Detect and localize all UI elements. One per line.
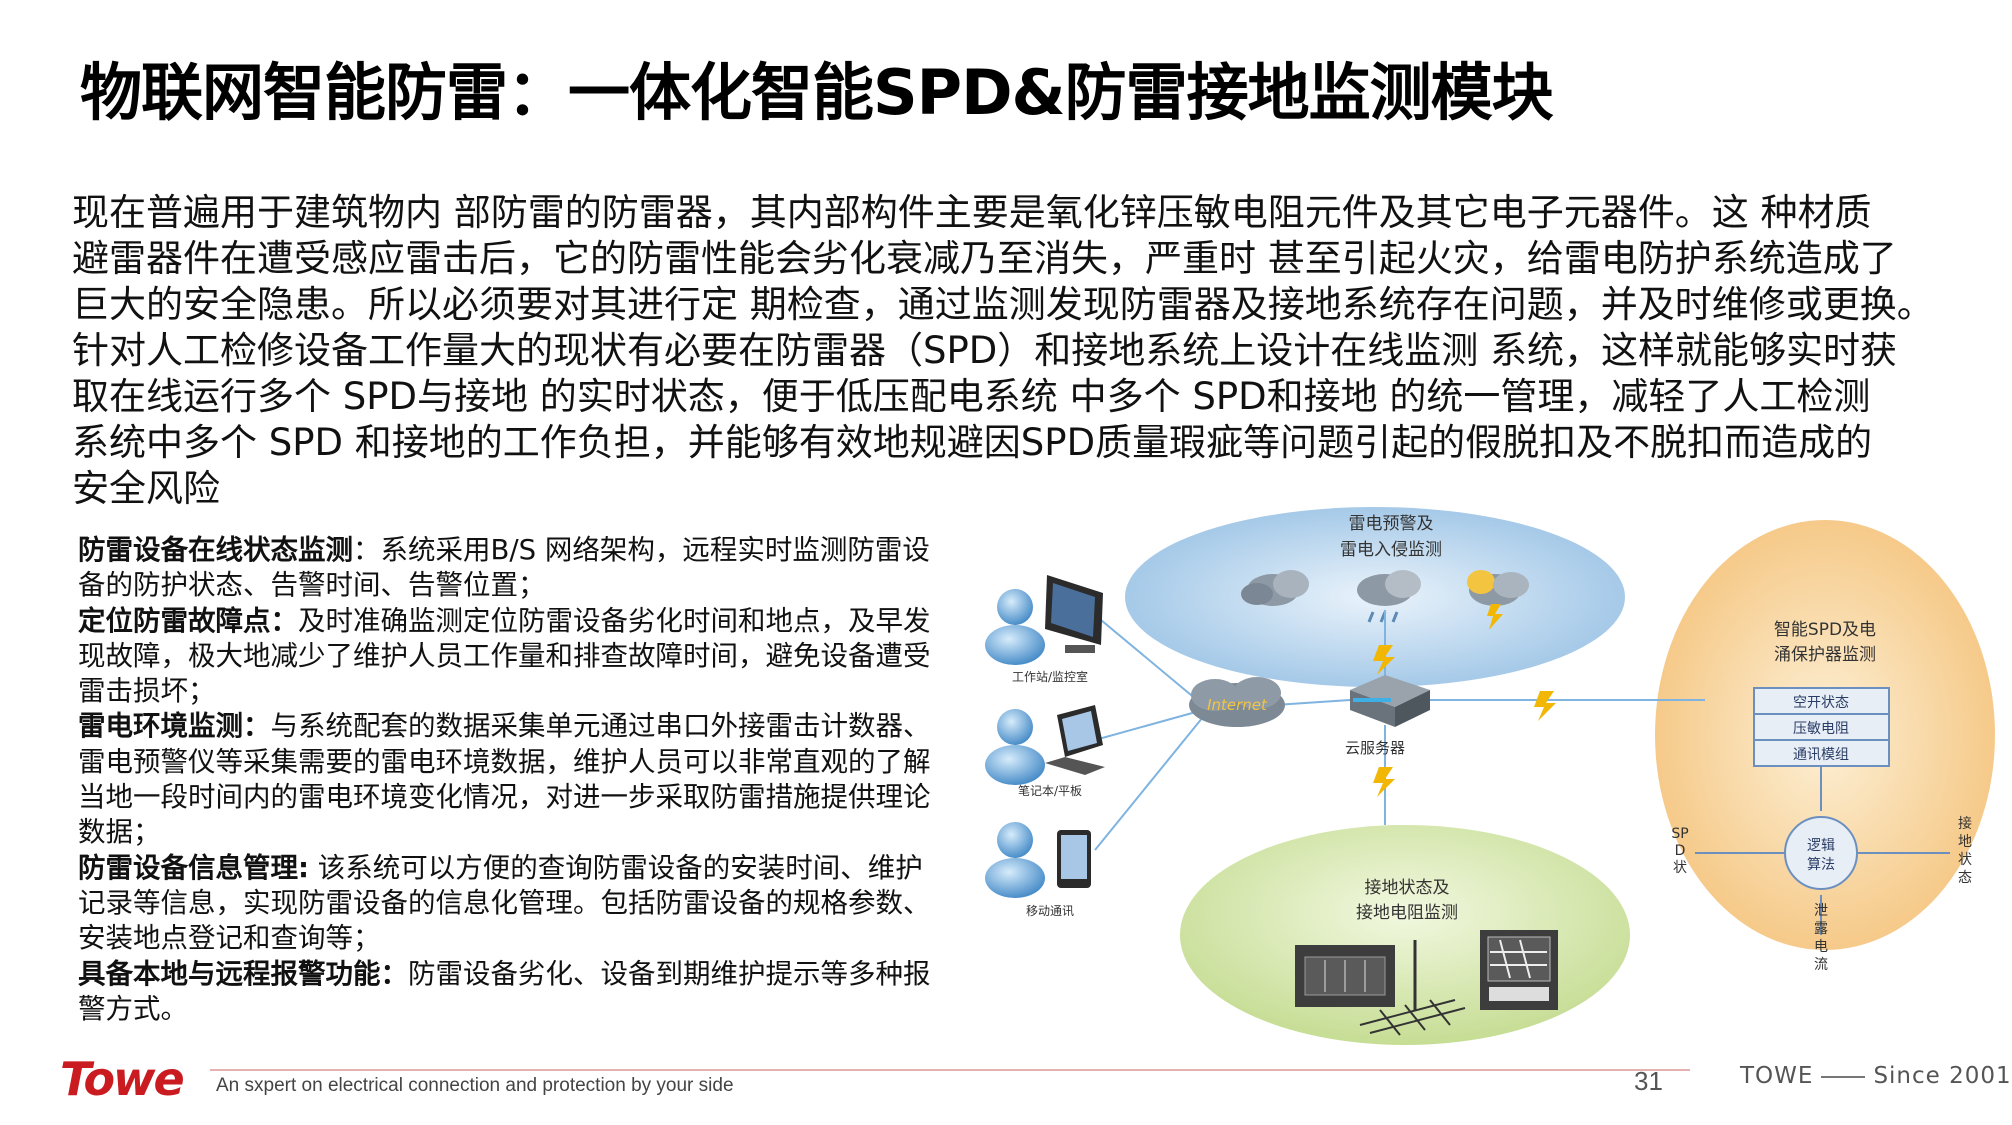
intro-line: 取在线运行多个 SPD与接地 的实时状态，便于低压配电系统 中多个 SPD和接地… — [72, 375, 1871, 418]
feature-item: 雷电环境监测：与系统配套的数据采集单元通过串口外接雷击计数器、雷电预警仪等采集需… — [78, 709, 938, 850]
feature-list: 防雷设备在线状态监测：系统采用B/S 网络架构，远程实时监测防雷设备的防护状态、… — [78, 533, 938, 1027]
feature-item: 防雷设备在线状态监测：系统采用B/S 网络架构，远程实时监测防雷设备的防护状态、… — [78, 533, 938, 604]
laptop-label: 笔记本/平板 — [1018, 783, 1082, 798]
svg-text:接: 接 — [1958, 815, 1972, 832]
feature-body: 该系统可以方便的查询防雷设备的安装时间、维护记录等信息，实现防雷设备的信息化管理… — [78, 851, 931, 955]
thunder-cloud-icon — [1467, 570, 1529, 630]
status-varistor: 压敏电阻 — [1793, 721, 1849, 737]
svg-text:D: D — [1675, 843, 1686, 859]
intro-line: 系统中多个 SPD 和接地的工作负担，并能够有效地规避因SPD质量瑕疵等问题引起… — [72, 421, 1873, 464]
workstation-label: 工作站/监控室 — [1012, 669, 1088, 684]
svg-text:电: 电 — [1814, 939, 1828, 955]
mobile-icon — [985, 822, 1091, 898]
feature-item: 具备本地与远程报警功能：防雷设备劣化、设备到期维护提示等多种报警方式。 — [78, 957, 938, 1028]
intro-line: 避雷器件在遭受感应雷击后，它的防雷性能会劣化衰减乃至消失，严重时 甚至引起火灾，… — [72, 237, 1897, 280]
feature-body: 及时准确监测定位防雷设备劣化时间和地点，及早发现故障，极大地减少了维护人员工作量… — [78, 604, 931, 708]
feature-item: 定位防雷故障点：及时准确监测定位防雷设备劣化时间和地点，及早发现故障，极大地减少… — [78, 604, 938, 710]
brand-since: TOWE Since 2001 — [1740, 1063, 2012, 1089]
feature-separator: ： — [353, 534, 381, 566]
spd-title-2: 涌保护器监测 — [1774, 645, 1876, 665]
feature-body: 与系统配套的数据采集单元通过串口外接雷击计数器、雷电预警仪等采集需要的雷电环境数… — [78, 710, 931, 849]
ground-panel-icon — [1480, 930, 1558, 1010]
feature-heading: 防雷设备信息管理 — [78, 851, 298, 884]
status-comm: 通讯模组 — [1793, 747, 1849, 763]
intro-line: 安全风险 — [72, 467, 220, 510]
leak-current-label: 泄 露 电 流 — [1814, 903, 1828, 973]
intro-paragraph: 现在普遍用于建筑物内 部防雷的防雷器，其内部构件主要是氧化锌压敏电阻元件及其它电… — [72, 190, 1972, 512]
page-number: 31 — [1634, 1066, 1663, 1096]
feature-body: 系统采用B/S 网络架构，远程实时监测防雷设备的防护状态、告警时间、告警位置； — [78, 534, 930, 602]
network-links — [1094, 610, 1705, 851]
internet-label: Internet — [1207, 696, 1268, 714]
footer-tagline: An sxpert on electrical connection and p… — [216, 1075, 734, 1096]
spd-title-1: 智能SPD及电 — [1774, 620, 1876, 640]
weather-label-2: 雷电入侵监测 — [1340, 540, 1442, 560]
weather-label-1: 雷电预警及 — [1349, 514, 1434, 534]
ground-label-2: 接地电阻监测 — [1356, 903, 1458, 923]
laptop-icon — [985, 705, 1105, 785]
feature-heading: 雷电环境监测 — [78, 710, 243, 743]
svg-text:态: 态 — [1958, 870, 1972, 886]
footer-divider — [210, 1069, 1690, 1071]
intro-line: 现在普遍用于建筑物内 部防雷的防雷器，其内部构件主要是氧化锌压敏电阻元件及其它电… — [72, 191, 1872, 234]
workstation-icon — [985, 575, 1103, 665]
rain-cloud-icon — [1357, 570, 1421, 623]
svg-text:流: 流 — [1814, 957, 1828, 973]
storm-cloud-icon — [1241, 570, 1309, 606]
brand-dash — [1821, 1075, 1866, 1078]
cloud-server-icon — [1350, 675, 1430, 727]
bolt-icon-lower — [1373, 767, 1395, 797]
mobile-label: 移动通讯 — [1026, 904, 1074, 918]
feature-heading: 定位防雷故障点 — [78, 604, 271, 637]
feature-separator: ： — [270, 604, 299, 637]
ground-state-label: 接 地 状 态 — [1958, 815, 1972, 886]
logic-label-1: 逻辑 — [1807, 838, 1835, 854]
feature-heading: 具备本地与远程报警功能 — [78, 957, 381, 990]
ground-label-1: 接地状态及 — [1365, 878, 1450, 898]
slide-title: 物联网智能防雷：一体化智能SPD&防雷接地监测模块 — [80, 56, 1554, 129]
feature-item: 防雷设备信息管理: 该系统可以方便的查询防雷设备的安装时间、维护记录等信息，实现… — [78, 851, 938, 957]
svg-text:状: 状 — [1673, 860, 1687, 876]
server-label: 云服务器 — [1345, 739, 1405, 757]
logic-label-2: 算法 — [1807, 857, 1835, 873]
ground-meter-icon — [1295, 945, 1395, 1007]
intro-line: 巨大的安全隐患。所以必须要对其进行定 期检查，通过监测发现防雷器及接地系统存在问… — [72, 283, 1934, 326]
intro-line: 针对人工检修设备工作量大的现状有必要在防雷器（SPD）和接地系统上设计在线监测 … — [72, 329, 1898, 372]
feature-heading: 防雷设备在线状态监测 — [78, 534, 353, 566]
lightning-monitoring-diagram: 雷电预警及 雷电入侵监测 智能SPD及电 涌保护器监测 空开状态 压敏电阻 通讯… — [985, 507, 1995, 1045]
status-box-stack: 空开状态 压敏电阻 通讯模组 — [1753, 687, 1890, 767]
feature-separator: ： — [243, 710, 271, 743]
towe-logo: Towe — [60, 1052, 185, 1106]
status-switch: 空开状态 — [1793, 695, 1849, 711]
brand-name: TOWE — [1740, 1063, 1814, 1089]
internet-cloud-icon — [1189, 677, 1285, 727]
svg-text:泄: 泄 — [1814, 903, 1828, 919]
bolt-icon-right — [1534, 691, 1556, 721]
ground-rod-icon — [1359, 940, 1466, 1036]
bolt-icon-upper — [1373, 645, 1395, 675]
feature-body: 防雷设备劣化、设备到期维护提示等多种报警方式。 — [78, 957, 931, 1025]
svg-text:地: 地 — [1958, 834, 1972, 850]
svg-text:露: 露 — [1814, 921, 1828, 937]
feature-separator: ： — [380, 957, 409, 990]
feature-separator: : — [298, 851, 309, 884]
svg-text:SP: SP — [1671, 826, 1688, 842]
logic-node — [1784, 816, 1858, 890]
spd-state-label: SP D 状 — [1671, 826, 1688, 876]
ground-monitor-ellipse — [1180, 825, 1630, 1045]
brand-since-text: Since 2001 — [1873, 1063, 2012, 1089]
svg-text:状: 状 — [1958, 852, 1972, 868]
